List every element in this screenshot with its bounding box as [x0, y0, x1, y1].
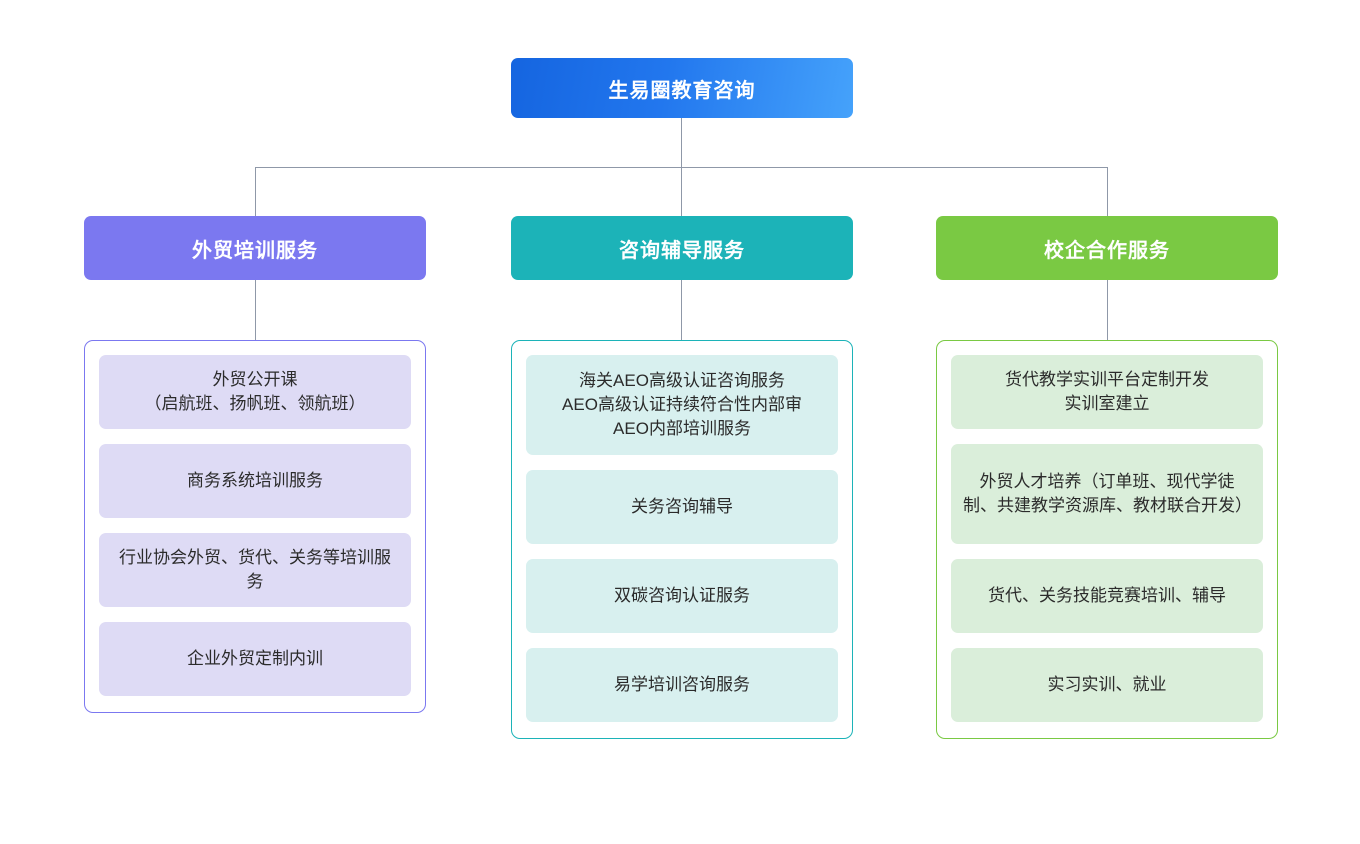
branch-2-item-3[interactable]: 双碳咨询认证服务 [526, 559, 838, 633]
connector-root-stem [681, 118, 683, 167]
connector-header-to-panel-1 [255, 280, 257, 340]
branch-1-item-4[interactable]: 企业外贸定制内训 [99, 622, 411, 696]
branch-panel-3: 货代教学实训平台定制开发 实训室建立 外贸人才培养（订单班、现代学徒制、共建教学… [936, 340, 1278, 739]
branch-header-2[interactable]: 咨询辅导服务 [511, 216, 853, 280]
branch-3-item-2[interactable]: 外贸人才培养（订单班、现代学徒制、共建教学资源库、教材联合开发） [951, 444, 1263, 544]
branch-panel-1: 外贸公开课 （启航班、扬帆班、领航班） 商务系统培训服务 行业协会外贸、货代、关… [84, 340, 426, 713]
branch-1-item-2[interactable]: 商务系统培训服务 [99, 444, 411, 518]
branch-header-3[interactable]: 校企合作服务 [936, 216, 1278, 280]
branch-column-2: 咨询辅导服务 [511, 216, 853, 280]
branch-3-item-3[interactable]: 货代、关务技能竞赛培训、辅导 [951, 559, 1263, 633]
branch-3-item-1[interactable]: 货代教学实训平台定制开发 实训室建立 [951, 355, 1263, 429]
branch-3-item-4[interactable]: 实习实训、就业 [951, 648, 1263, 722]
connector-drop-branch-1 [255, 167, 257, 216]
branch-1-item-3[interactable]: 行业协会外贸、货代、关务等培训服务 [99, 533, 411, 607]
branch-2-item-2[interactable]: 关务咨询辅导 [526, 470, 838, 544]
branch-column-1: 外贸培训服务 [84, 216, 426, 280]
connector-drop-branch-2 [681, 167, 683, 216]
branch-panel-2: 海关AEO高级认证咨询服务 AEO高级认证持续符合性内部审 AEO内部培训服务 … [511, 340, 853, 739]
branch-2-item-4[interactable]: 易学培训咨询服务 [526, 648, 838, 722]
connector-drop-branch-3 [1107, 167, 1109, 216]
branch-2-item-1[interactable]: 海关AEO高级认证咨询服务 AEO高级认证持续符合性内部审 AEO内部培训服务 [526, 355, 838, 455]
branch-column-3: 校企合作服务 [936, 216, 1278, 280]
branch-1-item-1[interactable]: 外贸公开课 （启航班、扬帆班、领航班） [99, 355, 411, 429]
connector-header-to-panel-2 [681, 280, 683, 340]
root-node[interactable]: 生易圈教育咨询 [511, 58, 853, 118]
connector-header-to-panel-3 [1107, 280, 1109, 340]
connector-horizontal-bus [255, 167, 1108, 169]
branch-header-1[interactable]: 外贸培训服务 [84, 216, 426, 280]
